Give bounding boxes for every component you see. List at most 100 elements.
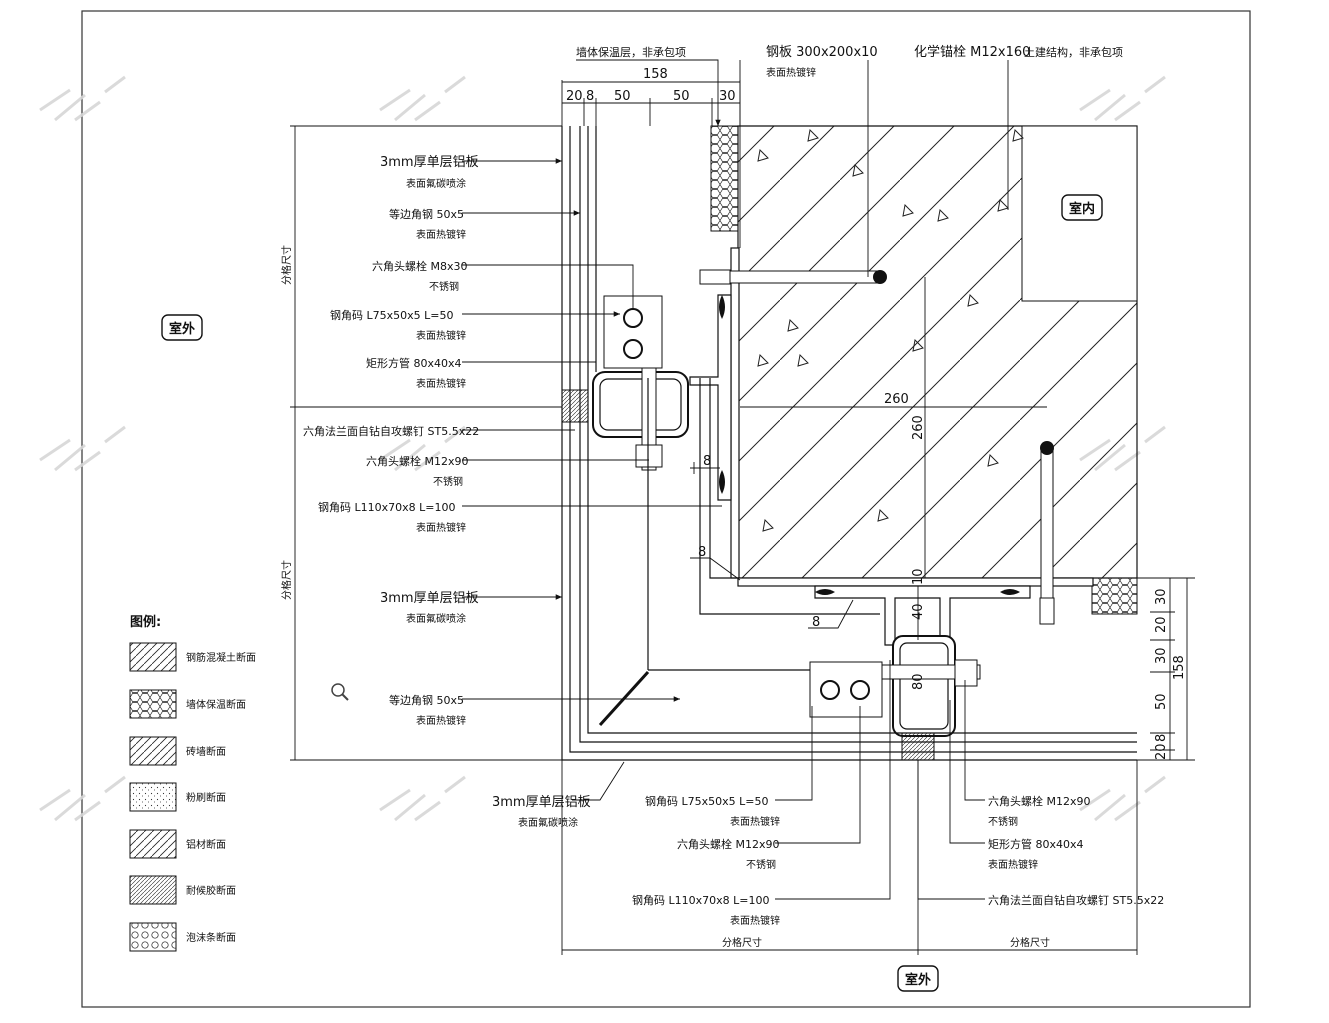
bottom-label-panel: 3mm厚单层铝板 <box>492 795 591 810</box>
label-steel-plate-sub: 表面热镀锌 <box>766 66 816 79</box>
dim-top-8: 8 <box>586 89 594 104</box>
left-label-5: 矩形方管 80x40x4 <box>366 356 462 370</box>
bottom-label-angle110-sub: 表面热镀锌 <box>730 914 780 927</box>
dim-right-20: 20 <box>1154 616 1169 633</box>
label-structure: 土建结构，非承包项 <box>1024 45 1123 59</box>
dim-top-50b: 50 <box>673 89 690 104</box>
bottom-callout-leaders <box>572 660 985 900</box>
svg-text:耐候胶断面: 耐候胶断面 <box>186 884 236 897</box>
left-callout-leaders <box>462 158 722 702</box>
left-label-8-sub: 表面热镀锌 <box>416 521 466 534</box>
left-label-6: 六角法兰面自钻自攻螺钉 ST5.5x22 <box>303 424 479 438</box>
svg-text:钢筋混凝土断面: 钢筋混凝土断面 <box>186 651 256 664</box>
bottom-label-boltR: 六角头螺栓 M12x90 <box>988 794 1091 808</box>
label-steel-plate: 钢板 300x200x10 <box>766 45 878 60</box>
bottom-label-boltR-sub: 不锈钢 <box>988 815 1018 828</box>
svg-text:室外: 室外 <box>905 972 931 988</box>
left-label-1: 3mm厚单层铝板 <box>380 155 479 170</box>
left-label-9: 3mm厚单层铝板 <box>380 591 479 606</box>
legend-item-aluminum: 铝材断面 <box>129 829 226 859</box>
bottom-label-bolt90: 六角头螺栓 M12x90 <box>677 837 780 851</box>
left-label-2-sub: 表面热镀锌 <box>416 228 466 241</box>
legend-item-plaster: 粉刷断面 <box>129 782 226 812</box>
svg-text:粉刷断面: 粉刷断面 <box>186 791 226 804</box>
dim-inner-h260: 260 <box>884 392 909 407</box>
steel-angle-L110-upper <box>689 294 732 501</box>
svg-text:墙体保温断面: 墙体保温断面 <box>186 698 246 711</box>
bottom-label-angle75-sub: 表面热镀锌 <box>730 815 780 828</box>
dim-right-8: 8 <box>1154 734 1169 742</box>
weld-symbols <box>690 462 854 629</box>
insulation-right <box>1091 577 1138 615</box>
bottom-label-angle75: 钢角码 L75x50x5 L=50 <box>645 795 768 808</box>
room-tag-interior: 室内 <box>1061 194 1103 221</box>
bolt-M8-a <box>623 308 643 328</box>
left-label-10-sub: 表面热镀锌 <box>416 714 466 727</box>
magnifier-icon[interactable] <box>331 683 349 701</box>
grid-dim-left-top: 分格尺寸 <box>280 245 293 285</box>
rect-tube-left <box>592 371 689 438</box>
dim-top-30: 30 <box>719 89 736 104</box>
left-label-10: 等边角钢 50x5 <box>389 693 464 707</box>
bottom-label-screw: 六角法兰面自钻自攻螺钉 ST5.5x22 <box>988 893 1164 907</box>
dim-inner-10: 10 <box>911 568 926 585</box>
dim-top-50a: 50 <box>614 89 631 104</box>
chemical-anchor-v <box>1039 441 1055 625</box>
weld-label-2: 8 <box>698 545 706 560</box>
legend-title: 图例: <box>130 614 161 630</box>
weld-label-3: 8 <box>812 615 820 630</box>
dim-right-total: 158 <box>1172 655 1187 680</box>
left-label-3: 六角头螺栓 M8x30 <box>372 259 468 273</box>
legend-item-brick: 砖墙断面 <box>129 736 226 766</box>
dim-right-30a: 30 <box>1154 588 1169 605</box>
left-label-2: 等边角钢 50x5 <box>389 207 464 221</box>
sealant-joint-left <box>561 389 589 423</box>
weld-label-1: 8 <box>703 454 711 469</box>
svg-text:泡沫条断面: 泡沫条断面 <box>186 931 236 944</box>
sealant-joint-bottom <box>901 732 935 761</box>
left-labels: 3mm厚单层铝板 表面氟碳喷涂 等边角钢 50x5 表面热镀锌 六角头螺栓 M8… <box>303 155 479 727</box>
steel-plate-top <box>730 247 740 579</box>
room-tag-exterior-left: 室外 <box>161 314 203 341</box>
left-label-9-sub: 表面氟碳喷涂 <box>406 612 466 625</box>
svg-text:砖墙断面: 砖墙断面 <box>186 745 226 758</box>
bolt-M8-b <box>623 339 643 359</box>
dim-right-20b: 20 <box>1154 743 1169 760</box>
bottom-label-tube-sub: 表面热镀锌 <box>988 858 1038 871</box>
chemical-anchor-h <box>699 269 887 285</box>
grid-dim-bottom-left: 分格尺寸 <box>722 936 762 949</box>
left-label-4-sub: 表面热镀锌 <box>416 329 466 342</box>
dim-right-50: 50 <box>1154 693 1169 710</box>
dimension-top <box>562 81 740 126</box>
dimension-inner <box>740 277 1047 640</box>
svg-text:室内: 室内 <box>1069 201 1095 217</box>
left-label-4: 钢角码 L75x50x5 L=50 <box>330 309 453 322</box>
svg-text:铝材断面: 铝材断面 <box>186 838 226 851</box>
dim-inner-v260: 260 <box>911 415 926 440</box>
legend-item-insulation: 墙体保温断面 <box>129 689 246 719</box>
dim-right-30b: 30 <box>1154 647 1169 664</box>
left-label-7-sub: 不锈钢 <box>433 475 463 488</box>
svg-text:室外: 室外 <box>169 321 195 337</box>
legend: 图例: 钢筋混凝土断面 墙体保温断面 砖墙断面 粉刷断面 铝材断面 耐候胶断面 … <box>129 614 256 952</box>
insulation-top <box>710 125 739 232</box>
grid-dim-bottom-right: 分格尺寸 <box>1010 936 1050 949</box>
bottom-label-angle110: 钢角码 L110x70x8 L=100 <box>632 894 769 907</box>
left-label-7: 六角头螺栓 M12x90 <box>366 454 469 468</box>
bottom-label-bolt90-sub: 不锈钢 <box>746 858 776 871</box>
bottom-labels: 3mm厚单层铝板 表面氟碳喷涂 钢角码 L75x50x5 L=50 表面热镀锌 … <box>492 794 1164 927</box>
dim-top-total: 158 <box>643 67 668 82</box>
dimension-right <box>1150 578 1188 760</box>
watermark-logo <box>39 75 1166 822</box>
grid-dim-left-bottom: 分格尺寸 <box>280 560 293 600</box>
label-chemical-anchor: 化学锚栓 M12x160 <box>914 44 1030 60</box>
left-label-5-sub: 表面热镀锌 <box>416 377 466 390</box>
bottom-label-panel-sub: 表面氟碳喷涂 <box>518 816 578 829</box>
dim-top-20: 20 <box>566 89 583 104</box>
dim-inner-80: 80 <box>911 673 926 690</box>
weld-beads <box>719 295 1020 595</box>
left-label-1-sub: 表面氟碳喷涂 <box>406 177 466 190</box>
bolt-M8-c <box>820 680 840 700</box>
left-label-3-sub: 不锈钢 <box>429 280 459 293</box>
